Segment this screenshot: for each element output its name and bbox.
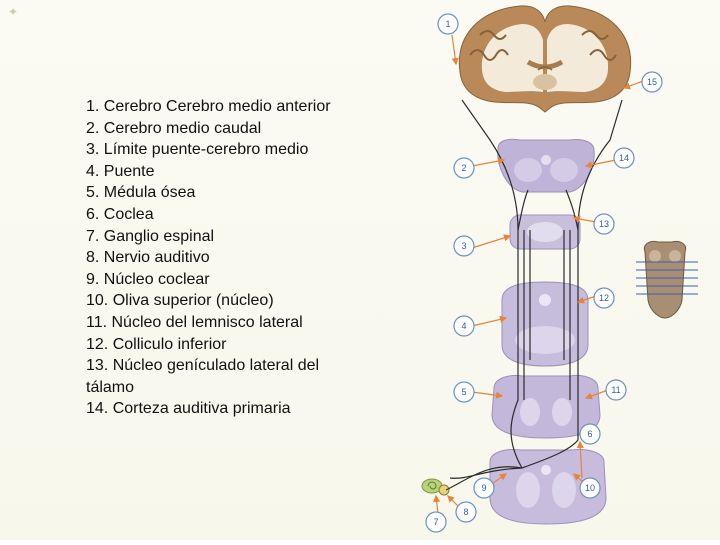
callout-11: 11 <box>606 380 626 400</box>
legend-item: 7. Ganglio espinal <box>86 226 366 248</box>
star-icon: ✦ <box>8 6 20 18</box>
callout-label-10: 10 <box>585 483 595 493</box>
legend-item: 8. Nervio auditivo <box>86 247 366 269</box>
legend-list: 1. Cerebro Cerebro medio anterior 2. Cer… <box>86 96 366 420</box>
callout-label-2: 2 <box>461 163 466 173</box>
callout-13: 13 <box>594 214 614 234</box>
legend-item: 14. Corteza auditiva primaria <box>86 398 366 420</box>
pons-section <box>502 282 588 366</box>
auditory-pathway-figure: 1 15 2 14 13 <box>410 0 720 540</box>
callout-label-9: 9 <box>481 483 486 493</box>
brainstem-inset <box>636 241 698 318</box>
callout-15: 15 <box>642 72 662 92</box>
callout-label-1: 1 <box>445 19 450 29</box>
legend-item: 12. Colliculo inferior <box>86 334 366 356</box>
brain-coronal-section <box>459 6 630 112</box>
legend-item: 13. Núcleo genículado lateral del tálamo <box>86 355 366 398</box>
legend-item: 3. Límite puente-cerebro medio <box>86 139 366 161</box>
callout-label-5: 5 <box>461 387 466 397</box>
legend-item: 9. Núcleo coclear <box>86 269 366 291</box>
callout-6: 6 <box>580 424 600 444</box>
callout-label-15: 15 <box>647 77 657 87</box>
legend-item: 2. Cerebro medio caudal <box>86 118 366 140</box>
callout-9: 9 <box>474 478 494 498</box>
callout-5: 5 <box>454 382 474 402</box>
callout-10: 10 <box>580 478 600 498</box>
callout-label-11: 11 <box>611 385 620 395</box>
callout-2: 2 <box>454 158 474 178</box>
callout-14: 14 <box>614 148 634 168</box>
legend-item: 11. Núcleo del lemnisco lateral <box>86 312 366 334</box>
callout-4: 4 <box>454 316 474 336</box>
callout-label-3: 3 <box>461 241 466 251</box>
callout-label-8: 8 <box>463 507 468 517</box>
callout-label-7: 7 <box>433 517 438 527</box>
callout-label-13: 13 <box>599 219 609 229</box>
callout-label-6: 6 <box>587 429 592 439</box>
callout-1: 1 <box>438 14 458 34</box>
callout-12: 12 <box>594 288 614 308</box>
callout-8: 8 <box>456 502 476 522</box>
legend-item: 5. Médula ósea <box>86 182 366 204</box>
callout-label-12: 12 <box>599 293 609 303</box>
legend-item: 1. Cerebro Cerebro medio anterior <box>86 96 366 118</box>
legend-item: 10. Oliva superior (núcleo) <box>86 290 366 312</box>
midbrain-caudal-section <box>498 139 595 192</box>
legend-item: 4. Puente <box>86 161 366 183</box>
auditory-pathway-diagram: 1 15 2 14 13 <box>410 0 720 540</box>
callout-label-4: 4 <box>461 321 466 331</box>
callout-3: 3 <box>454 236 474 256</box>
callout-7: 7 <box>426 512 446 532</box>
cochlea-ganglion <box>422 479 449 495</box>
callout-label-14: 14 <box>619 153 629 163</box>
legend-item: 6. Coclea <box>86 204 366 226</box>
